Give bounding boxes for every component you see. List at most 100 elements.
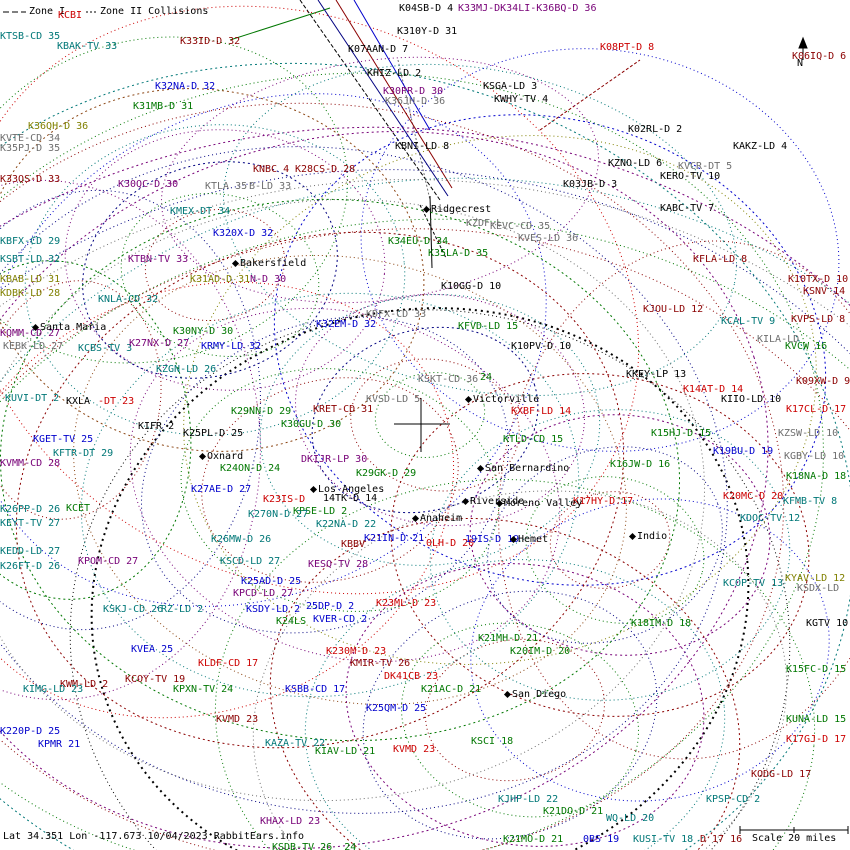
station-label: K25PL-D 25 bbox=[183, 428, 244, 439]
coverage-contour bbox=[82, 161, 338, 379]
station-label: K21AC-D 21 bbox=[421, 684, 482, 695]
station-label: KILA-LD bbox=[757, 334, 800, 345]
station-label: DK41CB 23 bbox=[384, 671, 439, 682]
station-label: KEDD-LD 27 bbox=[0, 546, 61, 557]
coverage-contour bbox=[549, 491, 671, 589]
city-label: Ridgecrest bbox=[422, 204, 491, 215]
station-label: K270N-D 27 bbox=[248, 509, 309, 520]
station-label: RZ-LD 2 bbox=[161, 604, 204, 615]
coverage-contour bbox=[0, 179, 850, 850]
station-label: KWHY-TV 4 bbox=[494, 94, 549, 105]
coverage-contour bbox=[374, 372, 486, 458]
station-label: KZDF-L bbox=[466, 218, 503, 229]
city-marker-icon bbox=[476, 464, 485, 473]
coverage-contour bbox=[0, 198, 706, 802]
station-label: KCBS-TV 3 bbox=[78, 343, 133, 354]
station-label: K21IN-D 21 bbox=[364, 533, 425, 544]
station-label: KSCD-LD 27 bbox=[220, 556, 281, 567]
city-label: Oxnard bbox=[198, 451, 243, 462]
station-label: K22NA-D 22 bbox=[316, 519, 377, 530]
station-label: KVES-LD 36 bbox=[518, 233, 579, 244]
station-label: KVSD-LD 5 bbox=[366, 394, 421, 405]
coverage-contour bbox=[401, 622, 639, 818]
zone-boundary-line bbox=[539, 59, 641, 131]
coverage-contour bbox=[214, 478, 816, 850]
station-label: KPSE-LD 2 bbox=[293, 506, 348, 517]
station-label: KSCI 18 bbox=[471, 736, 514, 747]
station-label: K10TX-D 10 bbox=[788, 274, 849, 285]
coverage-contour bbox=[0, 102, 785, 850]
station-label: K02RL-D 2 bbox=[628, 124, 683, 135]
station-label: 0BS 19 bbox=[583, 834, 620, 845]
station-label: KCBI bbox=[58, 10, 83, 21]
legend-zone1-label: Zone I bbox=[29, 6, 66, 17]
station-label: K23ML-D 23 bbox=[376, 598, 437, 609]
station-label: K29NN-D 29 bbox=[231, 406, 292, 417]
station-label: KZGN-LD 26 bbox=[156, 364, 217, 375]
zone-boundary-line bbox=[317, 0, 449, 197]
station-label: KRET-CD 31 bbox=[313, 404, 374, 415]
coverage-contour bbox=[0, 146, 728, 814]
city-marker-icon bbox=[495, 499, 504, 508]
station-label: K30QC-D 30 bbox=[118, 179, 179, 190]
station-label: K15HJ-D 15 bbox=[651, 428, 712, 439]
station-label: KVMD 23 bbox=[216, 714, 259, 725]
station-label: K23IS-D bbox=[263, 494, 306, 505]
station-label: KCAL-TV 9 bbox=[721, 316, 776, 327]
coverage-contour bbox=[360, 48, 840, 452]
station-label: K21MO-D 21 bbox=[503, 834, 564, 845]
station-label: K32EM-D 32 bbox=[316, 319, 377, 330]
station-label: D 17 16 bbox=[700, 834, 743, 845]
station-label: KVER-CD 2 bbox=[313, 614, 368, 625]
coverage-contour bbox=[498, 240, 850, 760]
coverage-contour bbox=[24, 124, 406, 436]
city-marker-icon bbox=[509, 535, 518, 544]
city-marker-icon bbox=[422, 205, 431, 214]
station-label: KUNA-LD 15 bbox=[786, 714, 847, 725]
coverage-contour bbox=[295, 293, 585, 527]
coverage-contour bbox=[0, 281, 455, 719]
station-label: K18IM-D 18 bbox=[631, 618, 692, 629]
coverage-contour bbox=[0, 93, 547, 607]
station-label: K09XW-D 9 bbox=[796, 376, 850, 387]
station-label: K26PP-D 26 bbox=[0, 504, 61, 515]
station-label: KBFX-CD 29 bbox=[0, 236, 61, 247]
coverage-contour bbox=[252, 490, 788, 850]
station-label: K27NX-D 27 bbox=[129, 338, 190, 349]
station-label: KMIR-TV 26 bbox=[350, 658, 411, 669]
coverage-contour bbox=[0, 189, 261, 631]
coverage-contour bbox=[425, 638, 605, 782]
coverage-contour bbox=[470, 498, 830, 802]
station-label: KPCD-LD 27 bbox=[233, 588, 294, 599]
city-marker-icon bbox=[411, 514, 420, 523]
station-label: KNBC 4 bbox=[253, 164, 290, 175]
station-label: 25DP-D 2 bbox=[306, 601, 355, 612]
station-label: KSGA-LD 3 bbox=[483, 81, 538, 92]
station-label: KIIO-LD 10 bbox=[721, 394, 782, 405]
station-label: KFTR-DT 29 bbox=[53, 448, 114, 459]
city-marker-icon bbox=[464, 395, 473, 404]
station-label: KYAV-LD 12 bbox=[785, 573, 846, 584]
coverage-contour bbox=[487, 446, 723, 644]
station-label: K25QM-D 25 bbox=[366, 703, 427, 714]
station-label: K04SB-D 4 bbox=[399, 3, 454, 14]
station-label: K220P-D 25 bbox=[0, 726, 61, 737]
station-label: KQMM-CD 27 bbox=[0, 328, 61, 339]
station-label: K25AD-D 25 bbox=[241, 576, 302, 587]
station-label: KDOC-TV 12 bbox=[740, 513, 801, 524]
station-label: K31AD-D 31 bbox=[190, 274, 251, 285]
coverage-contour bbox=[0, 72, 824, 850]
station-label: KIMG-LD 23 bbox=[23, 684, 84, 695]
coverage-contour bbox=[129, 307, 561, 663]
station-label: KGET-TV 25 bbox=[33, 434, 94, 445]
station-label: KERO-TV 10 bbox=[660, 171, 721, 182]
station-label: KCOP-TV 13 bbox=[723, 578, 784, 589]
station-label: KVCW 16 bbox=[785, 341, 828, 352]
station-label: K21DO-D 21 bbox=[543, 806, 604, 817]
status-bar: Lat 34.351 Lon -117.673 10/04/2023 Rabbi… bbox=[3, 831, 305, 842]
coverage-contour bbox=[0, 169, 850, 850]
coverage-contour bbox=[201, 377, 459, 583]
station-label: KVMM-CD 28 bbox=[0, 458, 61, 469]
